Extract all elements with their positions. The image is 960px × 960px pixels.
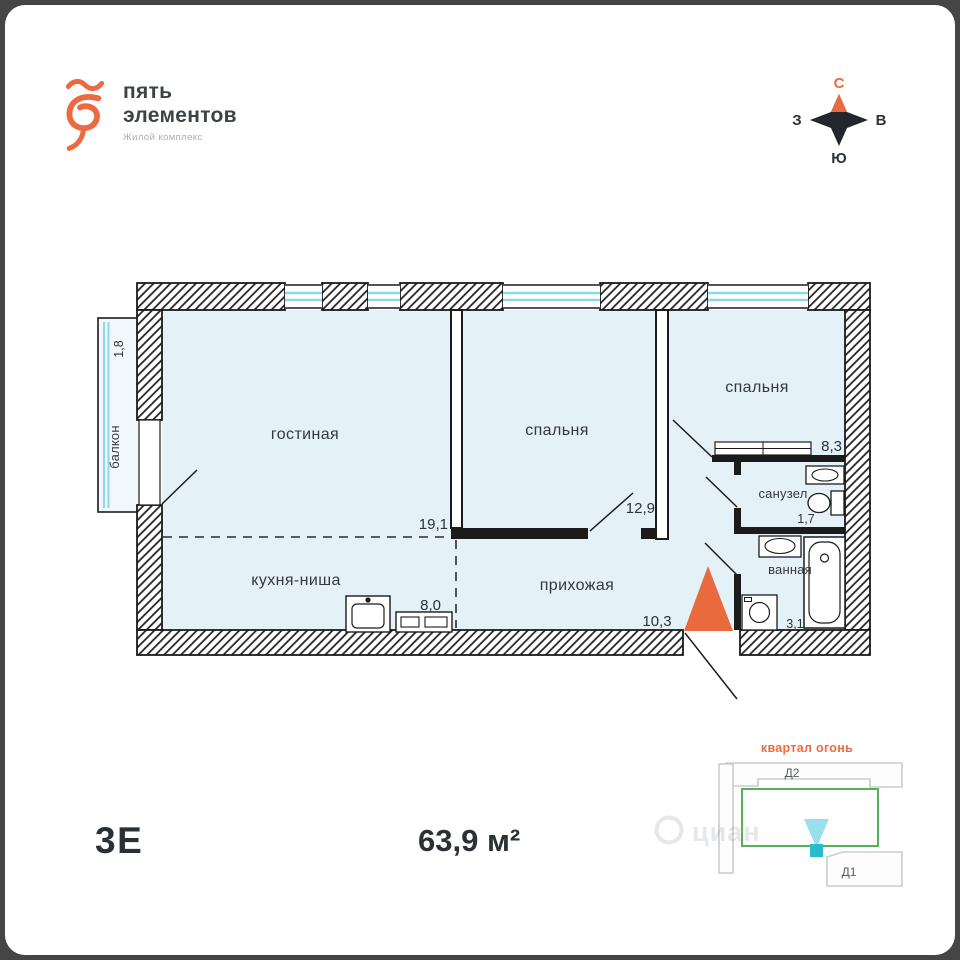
site-plan-title: квартал огонь	[761, 741, 853, 755]
bedroom-right-door-swing	[672, 419, 713, 458]
room-label-bedroom-mid: спальня	[525, 422, 589, 439]
room-area-wc: 1,7	[797, 512, 814, 526]
floor-plan: гостиная 19,1 кухня-ниша 8,0 спальня 12,…	[97, 282, 871, 700]
building-d2-label: Д2	[785, 766, 800, 780]
bathtub-icon	[803, 536, 846, 629]
compass-label-north: С	[834, 75, 845, 92]
balcony-door-swing	[161, 469, 198, 505]
compass-star-icon	[810, 94, 868, 146]
wall-segment	[136, 309, 163, 421]
compass-north-pointer	[831, 94, 847, 112]
room-label-living: гостиная	[271, 426, 339, 443]
location-marker-icon	[804, 819, 829, 857]
building-d2-outline	[725, 762, 903, 788]
room-area-kitchen: 8,0	[420, 597, 441, 614]
compass-label-west: З	[792, 112, 801, 129]
bath-door-swing	[704, 542, 738, 576]
wardrobe-icon	[714, 441, 812, 456]
compass: С З В Ю	[792, 75, 886, 167]
watermark-text: циан	[692, 817, 761, 847]
door-swings	[589, 419, 738, 700]
interior-walls	[450, 309, 845, 630]
site-plan-green-boundary	[741, 788, 879, 847]
wall-bedrooms	[655, 309, 669, 540]
logo-title-line2: элементов	[123, 103, 237, 127]
logo-title-line1: пять	[123, 80, 173, 103]
logo: пять элементов Жилой комплекс	[60, 74, 237, 156]
wall-hall-bedroom-stub	[641, 528, 657, 539]
washing-machine-icon	[741, 594, 778, 631]
site-plan-buildings	[718, 762, 903, 887]
compass-label-east: В	[876, 112, 887, 129]
wall-segment	[599, 282, 709, 311]
stove-icon	[395, 611, 453, 633]
outer-walls	[136, 282, 871, 656]
wc-door-swing	[705, 476, 738, 508]
wall-wc-left-b	[734, 508, 741, 534]
window-icon	[368, 284, 400, 309]
kitchen-zone-divider	[163, 536, 457, 628]
window-icon	[503, 284, 600, 309]
wall-bath-left	[734, 574, 741, 630]
balcony-door	[138, 419, 198, 506]
room-label-hallway: прихожая	[540, 577, 615, 594]
watermark: циан	[654, 815, 761, 847]
wall-hall-bedroom	[451, 528, 588, 539]
building-d1-label: Д1	[842, 865, 857, 879]
room-label-bathroom: ванная	[768, 562, 812, 577]
wall-segment	[136, 629, 684, 656]
balcony	[97, 317, 141, 513]
building-d1-outline	[826, 851, 903, 887]
site-plan: квартал огонь Д2 Д1 циан	[654, 741, 903, 887]
building-left-outline	[718, 763, 734, 874]
room-area-bedroom-mid: 12,9	[626, 500, 655, 517]
wc-sink-icon	[805, 465, 845, 485]
wall-segment	[399, 282, 504, 311]
room-area-bedroom-right: 8,3	[821, 438, 842, 455]
room-area-hallway: 10,3	[642, 613, 671, 630]
room-label-kitchen: кухня-ниша	[251, 572, 341, 589]
layout-type: 3Е	[95, 820, 144, 861]
window-icon	[285, 284, 322, 309]
room-label-balcony: балкон	[107, 425, 122, 468]
windows	[285, 284, 808, 309]
wall-living-bedroom	[450, 309, 463, 529]
wall-segment	[136, 282, 286, 311]
wall-wc-bath	[734, 527, 845, 534]
page-card: пять элементов Жилой комплекс 3Е 63,9 м²…	[5, 5, 955, 955]
wall-segment	[739, 629, 871, 656]
wall-bedroom-wc	[712, 455, 845, 462]
room-area-balcony: 1,8	[112, 340, 126, 357]
room-area-bathroom: 3,1	[786, 617, 803, 631]
toilet-icon	[807, 490, 845, 516]
entrance-marker-icon	[684, 566, 733, 631]
room-label-wc: санузел	[758, 486, 807, 501]
apartment-floor	[162, 310, 845, 630]
total-area: 63,9 м²	[418, 823, 521, 858]
wall-wc-left-a	[734, 462, 741, 475]
kitchen-sink-icon	[345, 595, 391, 633]
room-labels: гостиная 19,1 кухня-ниша 8,0 спальня 12,…	[107, 340, 842, 631]
wall-segment	[321, 282, 369, 311]
bedroom-mid-door-swing	[589, 492, 634, 532]
wall-segment	[136, 504, 163, 631]
entrance-door-swing	[684, 632, 738, 700]
compass-label-south: Ю	[831, 150, 846, 167]
wall-segment	[807, 282, 871, 311]
logo-icon	[65, 78, 105, 151]
wall-segment	[844, 309, 871, 631]
room-label-bedroom-right: спальня	[725, 379, 789, 396]
bath-sink-icon	[758, 535, 802, 558]
logo-subtitle: Жилой комплекс	[123, 132, 203, 144]
room-area-living: 19,1	[419, 516, 448, 533]
window-icon	[708, 284, 808, 309]
